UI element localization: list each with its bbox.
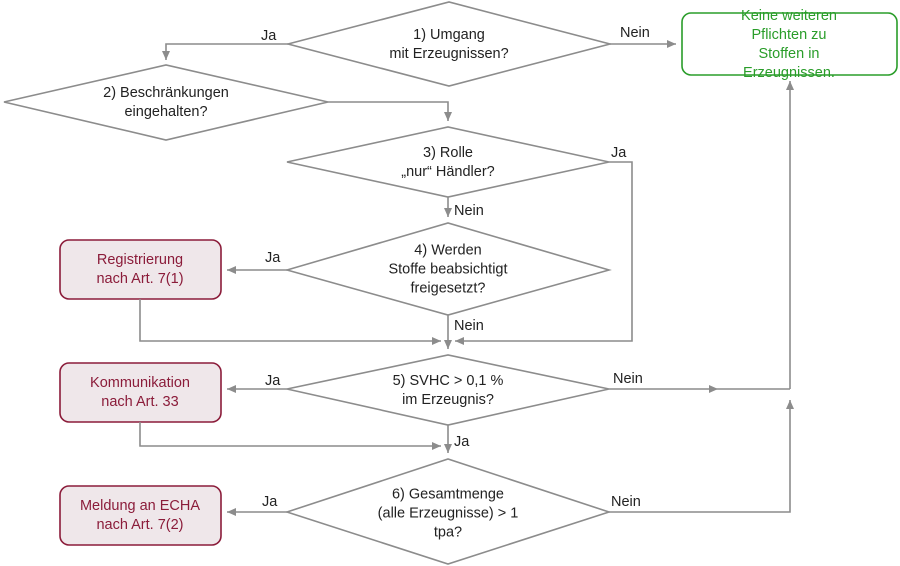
box-meldung-label: Meldung an ECHA nach Art. 7(2) bbox=[79, 498, 201, 533]
edge-q3-ja bbox=[455, 161, 633, 345]
edge-q1-ja bbox=[162, 43, 288, 60]
edge-label-q5-nein: Nein bbox=[613, 371, 643, 387]
edge-label-q5-ja-left: Ja bbox=[265, 373, 281, 389]
edge-q6-nein bbox=[609, 400, 794, 513]
edge-label-q3-nein: Nein bbox=[454, 203, 484, 219]
edge-label-q4-nein: Nein bbox=[454, 318, 484, 334]
edge-label-q3-ja: Ja bbox=[611, 145, 627, 161]
decision-q3-label: 3) Rolle „nur“ Händler? bbox=[401, 145, 495, 180]
decision-q6-label: 6) Gesamtmenge (alle Erzeugnisse) > 1 tp… bbox=[377, 486, 519, 541]
edge-label-q6-nein: Nein bbox=[611, 494, 641, 510]
edge-q2-q3 bbox=[328, 101, 452, 121]
edge-label-q1-nein: Nein bbox=[620, 25, 650, 41]
decision-q4-label: 4) Werden Stoffe beabsichtigt freigesetz… bbox=[388, 242, 508, 297]
edge-kommunikation-q6 bbox=[139, 422, 441, 450]
box-meldung-shape bbox=[59, 485, 222, 546]
decision-q1-label: 1) Umgang mit Erzeugnissen? bbox=[389, 27, 509, 62]
edge-registrierung-q5 bbox=[139, 299, 441, 345]
edge-label-q1-ja: Ja bbox=[261, 28, 277, 44]
edge-label-q5-ja-down: Ja bbox=[454, 434, 470, 450]
box-registrierung-label: Registrierung nach Art. 7(1) bbox=[96, 252, 184, 287]
box-kommunikation-label: Kommunikation nach Art. 33 bbox=[90, 375, 190, 410]
decision-q4-shape bbox=[284, 222, 612, 316]
edge-label-q6-ja: Ja bbox=[262, 494, 278, 510]
box-keine-label: Keine weiteren Pflichten zu Stoffen in E… bbox=[741, 8, 837, 81]
decision-q5-label: 5) SVHC > 0,1 % im Erzeugnis? bbox=[392, 373, 504, 408]
edge-label-q4-ja: Ja bbox=[265, 250, 281, 266]
decision-q2-label: 2) Beschränkungen eingehalten? bbox=[103, 85, 229, 120]
box-keine-shape bbox=[681, 12, 898, 76]
